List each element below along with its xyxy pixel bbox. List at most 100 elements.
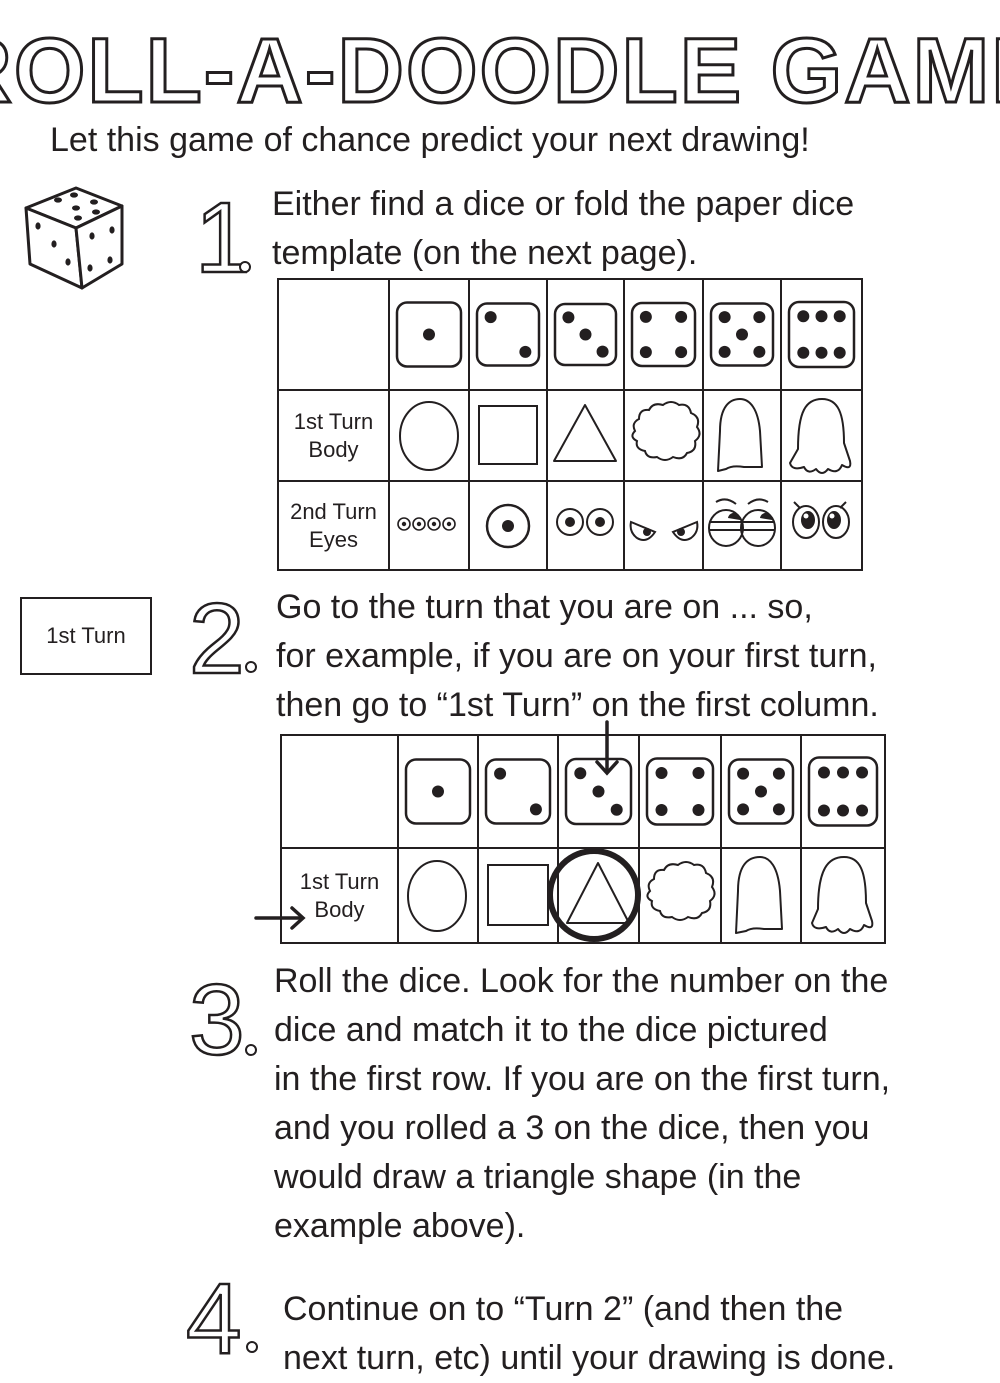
dice-cell-5 xyxy=(704,280,782,391)
single-eye-icon xyxy=(485,503,531,549)
die-6-icon xyxy=(787,300,856,369)
die-2-icon xyxy=(475,302,541,367)
dice-icon xyxy=(24,186,124,290)
square-body-icon xyxy=(487,864,549,926)
cloud-body-icon xyxy=(631,401,701,461)
die-pip xyxy=(562,311,575,324)
die-pip xyxy=(692,767,705,780)
die-pip xyxy=(856,766,869,779)
step-number-1: 1 xyxy=(194,182,252,282)
die-pip xyxy=(574,767,587,780)
ghost-body-icon xyxy=(789,398,852,474)
die-pip xyxy=(655,803,668,816)
die-pip xyxy=(815,346,828,359)
oval-body-icon xyxy=(399,401,459,471)
triangle-body-icon xyxy=(566,862,630,924)
die-5-icon xyxy=(727,758,795,825)
die-pip xyxy=(772,767,785,780)
die-4-icon xyxy=(645,757,715,826)
bullet-body-icon xyxy=(717,398,763,472)
two-round-eyes-icon xyxy=(556,508,614,536)
die-pip xyxy=(837,804,849,817)
step-number-2: 2 xyxy=(188,585,257,685)
square-body-icon xyxy=(478,405,538,465)
die-pip xyxy=(755,785,767,798)
svg-text:2: 2 xyxy=(189,585,245,685)
step-number-4: 4 xyxy=(185,1263,258,1363)
die-3-icon xyxy=(553,302,618,367)
die-pip xyxy=(432,785,444,798)
die-pip xyxy=(718,311,731,324)
step-number-3: 3 xyxy=(188,963,257,1062)
table-corner-cell xyxy=(279,280,390,391)
die-pip xyxy=(856,804,869,817)
cloud-body-icon xyxy=(646,861,716,921)
die-6-icon xyxy=(807,756,879,827)
die-pip xyxy=(610,803,623,816)
step-4-text: Continue on to “Turn 2” (and then the ne… xyxy=(283,1290,896,1377)
step-2-text: Go to the turn that you are on ... so, f… xyxy=(276,588,879,724)
die-pip xyxy=(753,311,766,324)
oval-body-icon xyxy=(407,860,467,932)
die-pip xyxy=(579,328,592,341)
die-pip xyxy=(494,767,507,780)
die-pip xyxy=(837,766,849,779)
die-pip xyxy=(596,345,609,358)
die-pip xyxy=(423,328,435,341)
angry-eyes-icon xyxy=(629,520,699,541)
die-1-icon xyxy=(404,758,472,825)
die-pip xyxy=(753,345,766,358)
die-pip xyxy=(817,766,830,779)
die-pip xyxy=(737,803,750,816)
dice-cell-6 xyxy=(782,280,863,391)
die-pip xyxy=(675,346,688,359)
dice-cell-4 xyxy=(625,280,704,391)
table-corner-cell xyxy=(282,736,399,849)
dice-cell-3 xyxy=(548,280,625,391)
die-pip xyxy=(817,804,830,817)
die-pip xyxy=(736,328,748,341)
die-pip xyxy=(692,803,705,816)
die-pip xyxy=(797,310,810,323)
die-pip xyxy=(639,346,652,359)
die-1-icon xyxy=(395,301,463,368)
die-pip xyxy=(655,767,668,780)
die-5-icon xyxy=(709,302,775,367)
die-pip xyxy=(519,345,532,358)
svg-text:1: 1 xyxy=(195,182,251,282)
die-pip xyxy=(718,345,731,358)
subtitle: Let this game of chance predict your nex… xyxy=(50,121,810,159)
die-2-icon xyxy=(484,758,552,825)
triangle-body-icon xyxy=(553,404,617,462)
die-pip xyxy=(484,311,497,324)
die-4-icon xyxy=(630,301,697,368)
cute-eyes-icon xyxy=(792,501,850,539)
die-pip xyxy=(797,346,810,359)
page-title: ROLL-A-DOODLE GAME xyxy=(0,19,1000,121)
die-3-icon xyxy=(564,757,633,826)
turn-label-box: 1st Turn xyxy=(20,597,152,675)
dice-cell-2 xyxy=(470,280,548,391)
dice-cell-1 xyxy=(390,280,470,391)
four-small-eyes-icon xyxy=(397,517,456,531)
page-title-text: ROLL-A-DOODLE GAME xyxy=(0,20,1000,120)
die-pip xyxy=(592,785,605,798)
die-pip xyxy=(737,767,750,780)
step-1-text: Either find a dice or fold the paper dic… xyxy=(272,185,855,272)
die-pip xyxy=(833,310,846,323)
step-3-text: Roll the dice. Look for the number on th… xyxy=(274,962,891,1245)
die-pip xyxy=(815,310,828,323)
svg-text:3: 3 xyxy=(189,964,245,1062)
bullet-body-icon xyxy=(735,856,783,934)
ghost-body-icon xyxy=(811,856,874,934)
die-pip xyxy=(639,310,652,323)
svg-text:4: 4 xyxy=(186,1263,242,1363)
die-pip xyxy=(772,803,785,816)
die-pip xyxy=(529,803,542,816)
die-pip xyxy=(675,310,688,323)
die-pip xyxy=(833,346,846,359)
